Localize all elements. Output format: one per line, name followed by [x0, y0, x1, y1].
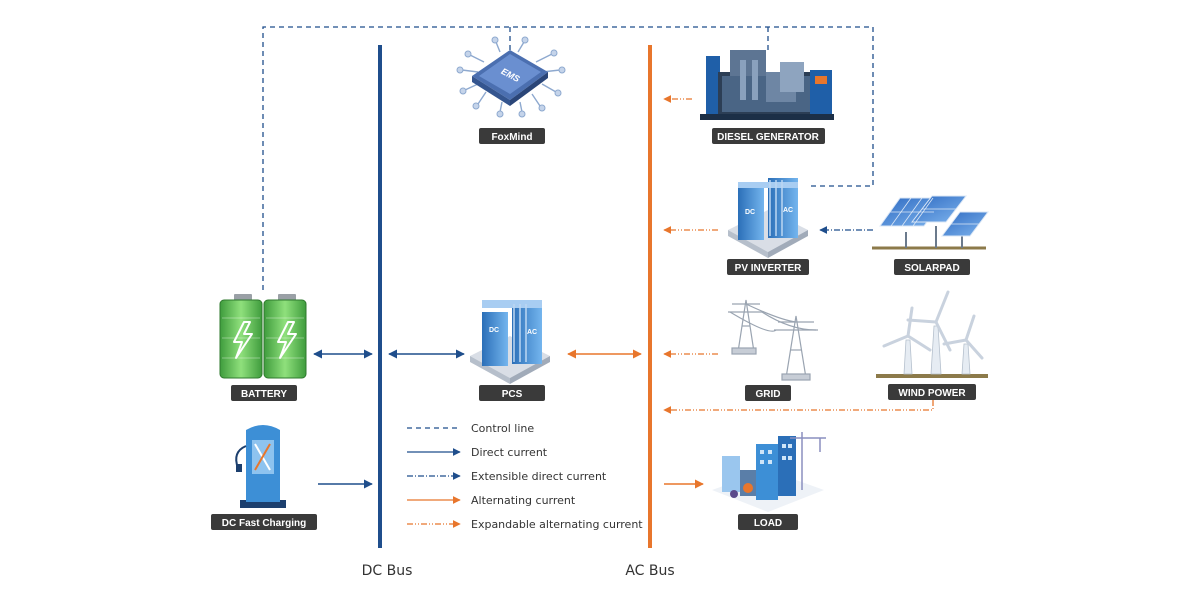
- pv-inverter-label: PV INVERTER: [735, 263, 802, 274]
- connections: [313, 95, 934, 489]
- solarpad-tag: SOLARPAD: [894, 259, 970, 275]
- battery-icon: [219, 294, 307, 379]
- pv-inverter-dc-text: DC: [745, 209, 755, 216]
- legend: Control line Direct current Extensible d…: [407, 422, 643, 531]
- control-lines: [262, 26, 874, 290]
- dc-bus-label: DC Bus: [362, 563, 413, 579]
- dc-fast-charging-label: DC Fast Charging: [222, 518, 306, 529]
- legend-label-exp-alternating: Expandable alternating current: [471, 518, 643, 531]
- control-line-battery: [262, 26, 874, 290]
- pv-inverter-icon: DC AC: [728, 178, 808, 258]
- load-label: LOAD: [754, 518, 782, 529]
- foxmind-tag: FoxMind: [479, 128, 545, 144]
- grid-icon: [728, 299, 818, 381]
- diesel-generator-tag: DIESEL GENERATOR: [712, 128, 825, 144]
- pv-inverter-ac-text: AC: [783, 207, 793, 214]
- wind-power-tag: WIND POWER: [888, 384, 976, 400]
- pcs-dc-text: DC: [489, 327, 499, 334]
- grid-label: GRID: [756, 389, 781, 400]
- pcs-icon: DC AC: [470, 300, 550, 384]
- dc-fast-charging-icon: [235, 425, 286, 508]
- wind-ac-link: [663, 400, 934, 414]
- ac-bus-label: AC Bus: [625, 563, 674, 579]
- wind-power-label: WIND POWER: [898, 388, 966, 399]
- wind-power-icon: [876, 290, 988, 378]
- legend-label-control: Control line: [471, 422, 534, 435]
- foxmind-ems-icon: EMS: [456, 36, 566, 118]
- diesel-generator-icon: [700, 50, 834, 120]
- load-tag: LOAD: [738, 514, 798, 530]
- pv-inverter-tag: PV INVERTER: [727, 259, 809, 275]
- pcs-ac-text: AC: [527, 329, 537, 336]
- solarpad-icon: [872, 195, 989, 250]
- diesel-generator-label: DIESEL GENERATOR: [717, 132, 819, 143]
- legend-label-alternating: Alternating current: [471, 494, 576, 507]
- legend-label-ext-direct: Extensible direct current: [471, 470, 607, 483]
- battery-tag: BATTERY: [231, 385, 297, 401]
- solarpad-label: SOLARPAD: [904, 263, 959, 274]
- legend-label-direct: Direct current: [471, 446, 548, 459]
- foxmind-label: FoxMind: [491, 132, 532, 143]
- pcs-label: PCS: [502, 389, 523, 400]
- load-icon: [712, 432, 826, 512]
- battery-label: BATTERY: [241, 389, 287, 400]
- dc-fast-charging-tag: DC Fast Charging: [211, 514, 317, 530]
- grid-tag: GRID: [745, 385, 791, 401]
- pcs-tag: PCS: [479, 385, 545, 401]
